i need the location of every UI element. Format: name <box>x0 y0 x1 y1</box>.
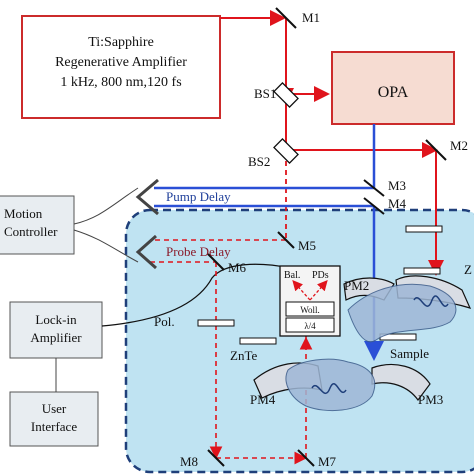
label-m2: M2 <box>450 138 468 153</box>
mirror-m7 <box>297 449 315 467</box>
znte-top-plate <box>403 267 441 275</box>
label-znte: ZnTe <box>230 348 257 363</box>
motion-controller-line-2: Controller <box>4 224 58 239</box>
label-m6: M6 <box>228 260 247 275</box>
parabolic-mirror-pm3 <box>371 363 431 402</box>
motion-controller-line-1: Motion <box>4 206 43 221</box>
mirror-m5 <box>277 231 295 249</box>
label-bs2: BS2 <box>248 154 270 169</box>
label-m4: M4 <box>388 196 407 211</box>
znte-crystal <box>239 337 277 345</box>
pd-arrow-right <box>309 280 328 301</box>
label-pol: Pol. <box>154 314 175 329</box>
label-m5: M5 <box>298 238 316 253</box>
quarter-wave-plate <box>285 317 335 333</box>
label-pds: PDs <box>312 270 329 281</box>
label-m3: M3 <box>388 178 406 193</box>
laser-line-1: Ti:Sapphire <box>88 35 154 50</box>
mirror-m3 <box>363 179 385 197</box>
mirror-m4 <box>363 197 385 215</box>
label-m7: M7 <box>318 454 337 469</box>
label-pm3: PM3 <box>418 392 443 407</box>
thz-beam-lower <box>285 358 376 412</box>
polarizer-plate <box>197 319 235 327</box>
user-interface-line-1: User <box>42 401 67 416</box>
label-sample: Sample <box>390 346 429 361</box>
mirror-m2 <box>425 139 447 161</box>
thz-beam-upper <box>347 283 457 343</box>
m2-filter-plate <box>405 225 443 233</box>
label-m8: M8 <box>180 454 198 469</box>
mirror-m8 <box>207 449 225 467</box>
user-interface-line-2: Interface <box>31 419 77 434</box>
lockin-line-1: Lock-in <box>35 312 77 327</box>
lockin-amplifier-box <box>9 301 103 359</box>
pd-arrow-left <box>292 280 311 301</box>
label-pm4: PM4 <box>250 392 276 407</box>
beamsplitter-bs1 <box>273 82 299 108</box>
thz-waveform-lower <box>311 383 347 395</box>
label-bs1: BS1 <box>254 86 276 101</box>
label-probe-delay: Probe Delay <box>166 244 231 259</box>
label-woll: Woll. <box>300 305 320 315</box>
opa-box <box>331 51 455 125</box>
lockin-signal-cable <box>101 263 291 327</box>
motion-controller-box <box>0 195 75 255</box>
label-m1: M1 <box>302 10 320 25</box>
thz-waveform-upper <box>413 295 449 307</box>
lockin-line-2: Amplifier <box>30 330 82 345</box>
wollaston-prism <box>285 301 335 317</box>
laser-line-2: Regenerative Amplifier <box>55 55 187 70</box>
beamsplitter-bs2 <box>273 138 299 164</box>
laser-source-box <box>21 15 221 119</box>
label-pump-delay: Pump Delay <box>166 189 231 204</box>
controller-cable-pump <box>73 187 139 225</box>
opa-label: OPA <box>378 84 409 101</box>
user-interface-box <box>9 391 99 447</box>
mirror-m1 <box>275 7 297 29</box>
controller-cable-probe <box>73 229 139 263</box>
label-bal: Bal. <box>284 270 300 281</box>
label-pm2: PM2 <box>344 278 369 293</box>
pump-retroreflector <box>135 178 159 216</box>
label-z-cut: Z <box>464 262 472 277</box>
label-quarter-wave: λ/4 <box>304 321 316 331</box>
mirror-m6 <box>207 253 225 271</box>
laser-line-3: 1 kHz, 800 nm,120 fs <box>60 75 181 90</box>
probe-retroreflector <box>135 234 157 270</box>
